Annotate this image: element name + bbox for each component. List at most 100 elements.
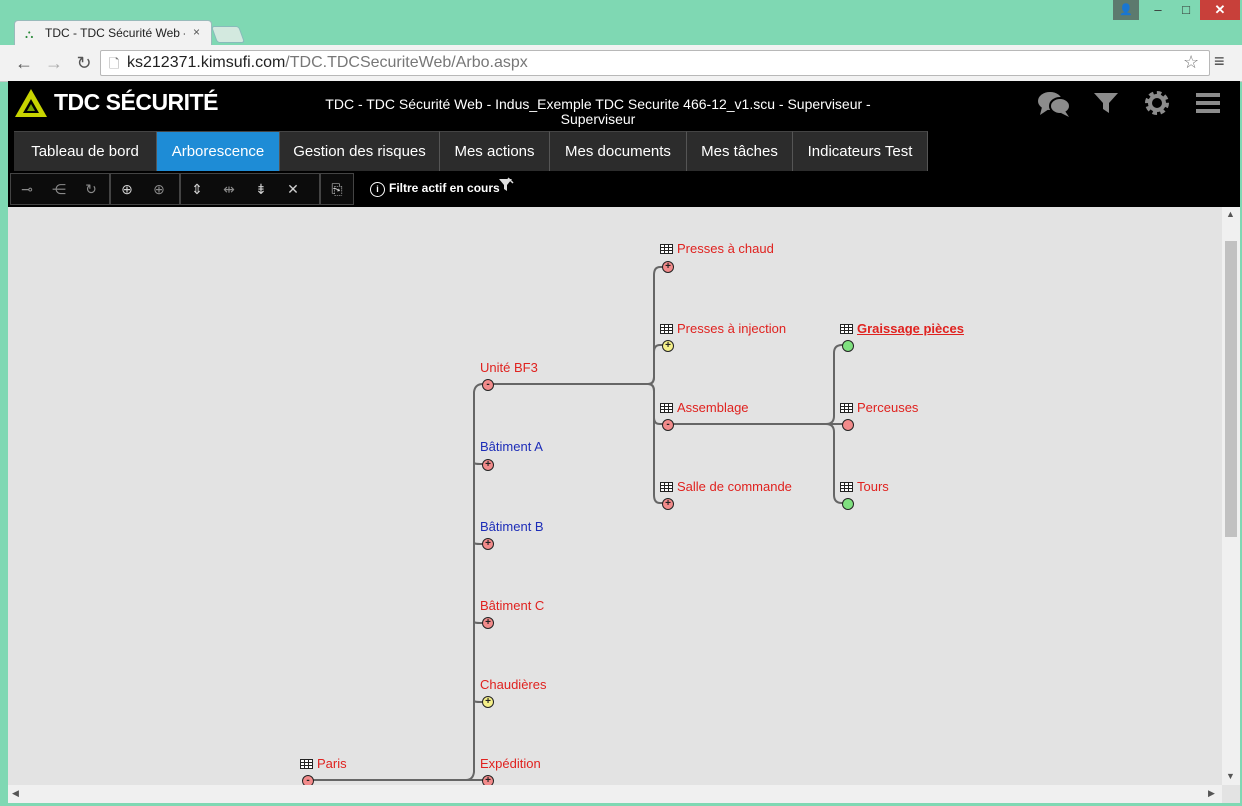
forward-button[interactable]: → <box>45 53 63 73</box>
tree-node-label[interactable]: Bâtiment B <box>480 519 544 534</box>
node-collapse-button[interactable]: - <box>482 379 494 391</box>
tab-mes-taches[interactable]: Mes tâches <box>687 131 793 171</box>
scroll-up-arrow-icon[interactable]: ▲ <box>1226 209 1235 219</box>
filter-clear-icon[interactable] <box>498 177 514 197</box>
node-expedition-label: Expédition <box>480 756 541 771</box>
close-window-button[interactable]: ✕ <box>1200 0 1240 20</box>
collapse-vertical-icon[interactable]: ⇟ <box>255 181 267 197</box>
node-chaudieres-label: Chaudières <box>480 677 547 692</box>
node-assemblage-label: Assemblage <box>677 400 749 415</box>
tree-node-label[interactable]: Expédition <box>480 756 541 771</box>
move-down-icon[interactable]: ⊕ <box>121 181 133 197</box>
tab-mes-documents[interactable]: Mes documents <box>550 131 687 171</box>
refresh-add-icon[interactable]: ↻ <box>85 181 97 197</box>
node-expand-button[interactable]: + <box>482 775 494 785</box>
tree-node-label[interactable]: Salle de commande <box>660 479 792 494</box>
node-expand-button[interactable]: + <box>482 459 494 471</box>
browser-tab[interactable]: ⛬ TDC - TDC Sécurité Web - × <box>14 20 212 47</box>
vertical-scrollbar[interactable]: ▲ ▼ <box>1222 207 1240 785</box>
expand-vertical-icon[interactable]: ⇕ <box>191 181 203 197</box>
table-icon <box>660 244 673 254</box>
address-bar[interactable]: 🗋 ks212371.kimsufi.com/TDC.TDCSecuriteWe… <box>100 50 1210 76</box>
maximize-button[interactable]: □ <box>1182 2 1190 17</box>
node-expand-button[interactable]: + <box>662 498 674 510</box>
tab-gestion-des-risques[interactable]: Gestion des risques <box>280 131 440 171</box>
browser-menu-icon[interactable]: ≡ <box>1214 51 1225 71</box>
hamburger-menu-icon[interactable] <box>1190 89 1226 125</box>
node-collapse-button[interactable]: - <box>662 419 674 431</box>
filter-icon[interactable] <box>1088 89 1124 125</box>
tab-close-icon[interactable]: × <box>193 25 201 39</box>
node-status-dot[interactable] <box>842 340 854 352</box>
url-text[interactable]: ks212371.kimsufi.com/TDC.TDCSecuriteWeb/… <box>127 54 528 72</box>
tree-node-label[interactable]: Assemblage <box>660 400 749 415</box>
app-viewport: TDC SÉCURITÉ TDC - TDC Sécurité Web - In… <box>8 81 1240 803</box>
node-status-dot[interactable] <box>842 498 854 510</box>
url-host: ks212371.kimsufi.com <box>127 54 286 71</box>
tab-indicateurs-test[interactable]: Indicateurs Test <box>793 131 928 171</box>
new-tab-button[interactable] <box>210 26 246 43</box>
node-graissage-pieces-label: Graissage pièces <box>857 321 964 336</box>
node-expand-button[interactable]: + <box>482 617 494 629</box>
node-perceuses-label: Perceuses <box>857 400 919 415</box>
expand-horizontal-icon[interactable]: ⇹ <box>223 181 235 197</box>
tree-node-label[interactable]: Chaudières <box>480 677 547 692</box>
page-title: TDC - TDC Sécurité Web - Indus_Exemple T… <box>298 97 898 127</box>
reload-button[interactable]: ↻ <box>76 53 92 73</box>
scroll-down-arrow-icon[interactable]: ▼ <box>1226 771 1235 781</box>
toolbar-group-export: ⎘ <box>320 173 354 205</box>
key-icon[interactable]: ⊸ <box>21 181 33 197</box>
bookmark-star-icon[interactable]: ☆ <box>1183 52 1200 72</box>
tree-node-label[interactable]: Unité BF3 <box>480 360 538 375</box>
tree-node-label[interactable]: Perceuses <box>840 400 918 415</box>
tree-node-label[interactable]: Tours <box>840 479 889 494</box>
node-expand-button[interactable]: + <box>482 538 494 550</box>
node-batiment-c-label: Bâtiment C <box>480 598 545 613</box>
chat-icon[interactable] <box>1036 89 1072 125</box>
move-up-icon[interactable]: ⊕ <box>153 181 165 197</box>
toolbar-group-move: ⊕ ⊕ <box>110 173 180 205</box>
node-unite-bf3-label: Unité BF3 <box>480 360 538 375</box>
close-icon[interactable]: ✕ <box>287 181 299 197</box>
node-tours-label: Tours <box>857 479 889 494</box>
info-icon: i <box>370 182 385 197</box>
tab-arborescence[interactable]: Arborescence <box>157 131 280 171</box>
tree-node-label[interactable]: Presses à injection <box>660 321 786 336</box>
tree-node-label[interactable]: Paris <box>300 756 347 771</box>
scroll-left-arrow-icon[interactable]: ◀ <box>12 788 19 798</box>
tab-title: TDC - TDC Sécurité Web - <box>45 26 185 40</box>
table-icon <box>660 324 673 334</box>
node-expand-button[interactable]: + <box>662 261 674 273</box>
tab-mes-actions[interactable]: Mes actions <box>440 131 550 171</box>
node-status-dot[interactable] <box>842 419 854 431</box>
tree-connectors <box>308 266 848 781</box>
logo-icon <box>15 89 47 117</box>
tab-tableau-de-bord[interactable]: Tableau de bord <box>14 131 157 171</box>
tree-node-label[interactable]: Bâtiment C <box>480 598 544 613</box>
node-batiment-b-label: Bâtiment B <box>480 519 544 534</box>
page-title-line2: Superviseur <box>560 111 636 127</box>
node-collapse-button[interactable]: - <box>302 775 314 785</box>
back-button[interactable]: ← <box>15 53 33 73</box>
node-expand-button[interactable]: + <box>662 340 674 352</box>
scroll-right-arrow-icon[interactable]: ▶ <box>1208 788 1215 798</box>
node-batiment-a-label: Bâtiment A <box>480 439 543 454</box>
page-icon: 🗋 <box>109 56 120 71</box>
hierarchy-icon[interactable]: ⋲ <box>52 181 66 197</box>
horizontal-scrollbar[interactable]: ◀ ▶ <box>8 785 1222 803</box>
page-title-line1: TDC - TDC Sécurité Web - Indus_Exemple T… <box>325 96 871 112</box>
vertical-scroll-thumb[interactable] <box>1225 241 1237 537</box>
app-header: TDC SÉCURITÉ TDC - TDC Sécurité Web - In… <box>8 81 1240 207</box>
node-salle-de-commande-label: Salle de commande <box>677 479 792 494</box>
table-icon <box>840 482 853 492</box>
tree-node-label-selected[interactable]: Graissage pièces <box>840 321 964 336</box>
user-profile-icon[interactable]: 👤 <box>1113 0 1139 20</box>
minimize-button[interactable]: – <box>1154 2 1162 17</box>
tree-node-label[interactable]: Bâtiment A <box>480 439 543 454</box>
url-path: /TDC.TDCSecuriteWeb/Arbo.aspx <box>285 54 528 71</box>
tree-node-label[interactable]: Presses à chaud <box>660 241 774 256</box>
node-expand-button[interactable]: + <box>482 696 494 708</box>
gear-icon[interactable] <box>1139 89 1175 125</box>
export-icon[interactable]: ⎘ <box>331 181 343 197</box>
